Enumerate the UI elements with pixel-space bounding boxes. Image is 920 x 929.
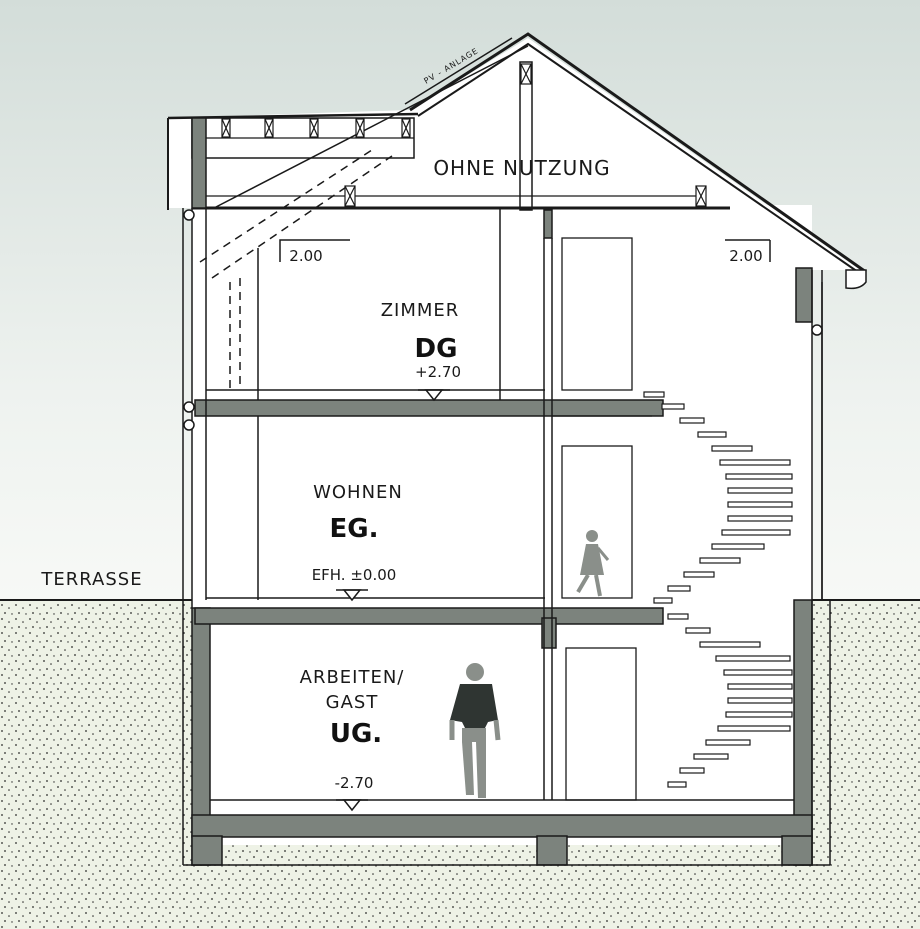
rafter-x-marks	[221, 63, 707, 207]
person-adult	[449, 663, 501, 798]
ug-room-label-1: ARBEITEN/	[300, 667, 405, 688]
clear-height-left: 2.00	[289, 247, 322, 265]
clear-height-marks	[279, 239, 771, 262]
gutters	[183, 209, 867, 600]
dg-room-label: ZIMMER	[381, 300, 460, 321]
eg-height-label: EFH. ±0.00	[312, 566, 397, 584]
doors	[552, 237, 652, 801]
dg-height-label: +2.70	[415, 363, 461, 381]
ug-height-label: -2.70	[335, 774, 374, 792]
level-markers	[336, 389, 450, 812]
eg-level-label: EG.	[330, 514, 379, 544]
attic-fill	[168, 38, 860, 270]
terrace-label: TERRASSE	[40, 569, 142, 590]
dashed-skylight	[199, 149, 393, 390]
interior-fill	[192, 205, 812, 845]
ug-level-label: UG.	[330, 719, 382, 749]
dg-level-label: DG	[415, 334, 458, 364]
walls	[191, 117, 813, 866]
clear-height-right: 2.00	[729, 247, 762, 265]
stairs	[643, 391, 793, 788]
ug-room-label-2: GAST	[326, 692, 379, 713]
person-child	[576, 530, 610, 597]
eg-room-label: WOHNEN	[313, 482, 403, 503]
roof-space-label: OHNE NUTZUNG	[433, 156, 610, 180]
